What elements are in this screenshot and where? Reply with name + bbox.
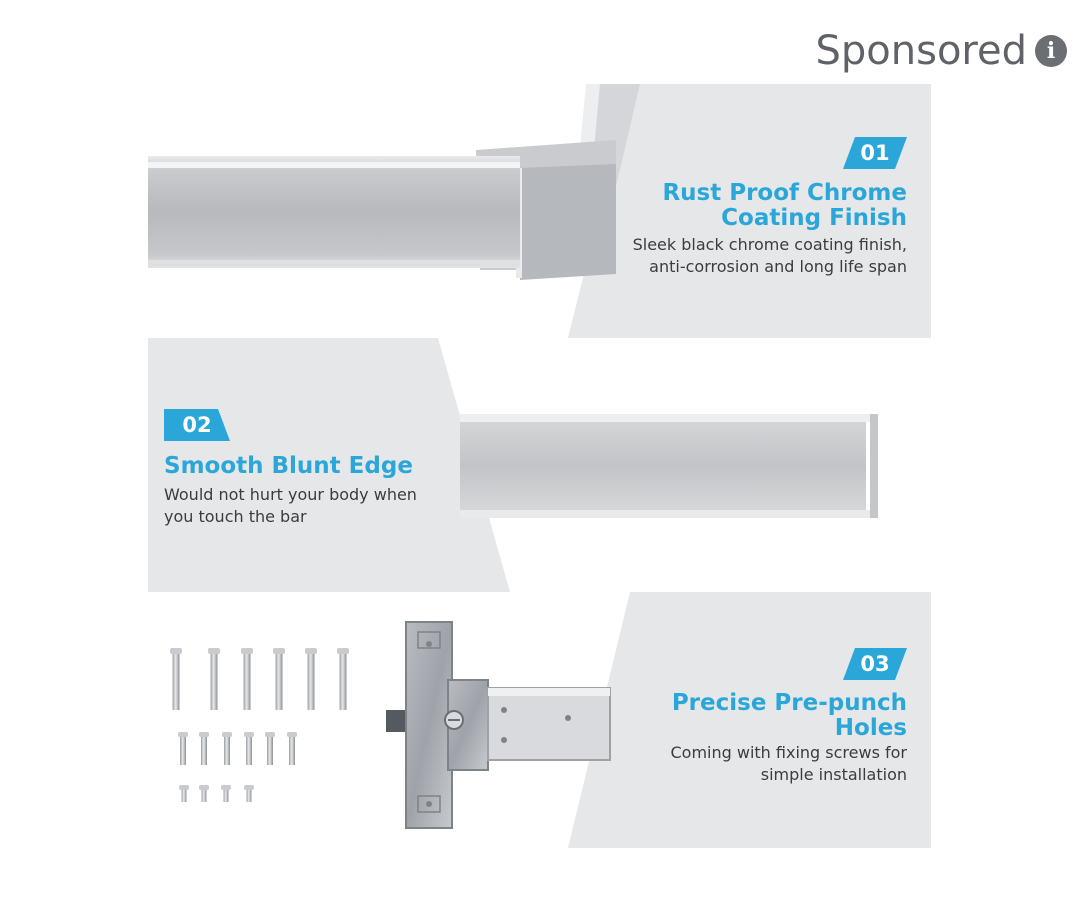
panel-1-shade — [568, 84, 931, 338]
info-icon[interactable]: i — [1035, 35, 1067, 67]
sponsored-label[interactable]: Sponsored i — [816, 28, 1067, 74]
feature-1-description: Sleek black chrome coating finish, anti-… — [632, 235, 907, 276]
lock-mechanism — [386, 621, 611, 829]
sponsored-text: Sponsored — [815, 28, 1027, 74]
feature-3-title: Precise Pre-punch Holes — [671, 690, 907, 741]
feature-1-badge: 01 — [843, 137, 907, 169]
feature-2-title: Smooth Blunt Edge — [164, 453, 413, 479]
panel-2-shade — [148, 338, 510, 592]
feature-3-badge: 03 — [843, 648, 907, 680]
panel-3-shade — [568, 592, 931, 848]
medium-screws — [178, 732, 297, 765]
long-screws — [170, 648, 349, 710]
ad-image[interactable]: 01 Rust Proof Chrome Coating Finish Slee… — [148, 84, 931, 848]
feature-2-badge: 02 — [164, 409, 230, 441]
short-screws — [179, 785, 254, 802]
product-illustration — [148, 84, 931, 848]
feature-1-title: Rust Proof Chrome Coating Finish — [662, 180, 907, 231]
bar-illustration-2 — [460, 414, 878, 518]
bar-illustration-1 — [148, 156, 520, 268]
feature-3-description: Coming with fixing screws for simple ins… — [670, 743, 908, 784]
feature-2-description: Would not hurt your body when you touch … — [164, 485, 417, 526]
